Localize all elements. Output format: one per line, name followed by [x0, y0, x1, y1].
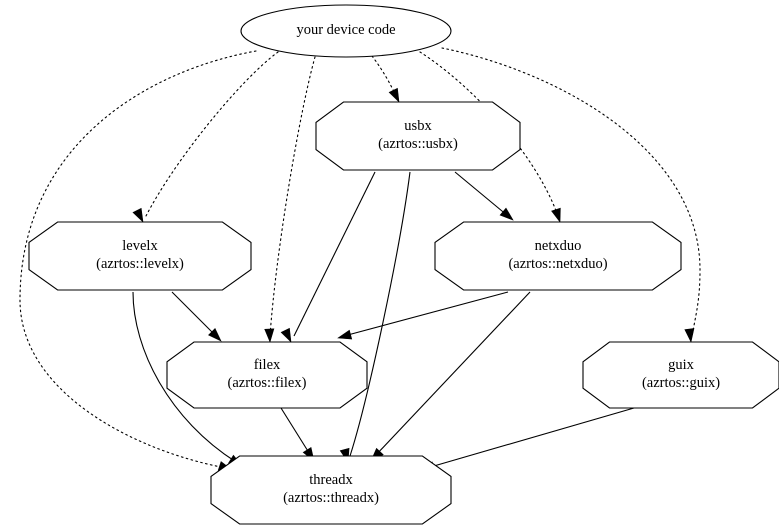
node-shape-octagon[interactable]	[434, 221, 682, 291]
edge-usbx-to-filex	[280, 171, 376, 343]
node-label-line: guix	[668, 357, 695, 373]
edge-usbx-to-threadx	[339, 171, 411, 463]
arrowhead-icon	[208, 328, 222, 342]
node-label-line: threadx	[309, 472, 353, 488]
arrowhead-icon	[388, 87, 400, 103]
node-device[interactable]: your device code	[240, 4, 452, 58]
edge-filex-to-threadx	[280, 407, 315, 462]
edge-line	[171, 291, 217, 337]
edges-layer	[19, 47, 701, 472]
node-guix[interactable]: guix(azrtos::guix)	[582, 341, 779, 409]
edge-line	[132, 291, 237, 463]
node-label-line: your device code	[296, 22, 395, 38]
node-label-device: your device code	[296, 22, 395, 38]
node-label-line: (azrtos::usbx)	[378, 136, 458, 152]
edge-netxduo-to-filex	[337, 291, 509, 340]
node-label-line: (azrtos::filex)	[228, 375, 307, 391]
edge-device-to-guix	[441, 47, 701, 343]
edge-line	[19, 50, 257, 469]
node-filex[interactable]: filex(azrtos::filex)	[166, 341, 368, 409]
edge-line	[371, 55, 397, 97]
node-label-usbx: usbx(azrtos::usbx)	[378, 118, 458, 152]
edge-device-to-filex	[264, 56, 316, 343]
edge-guix-to-threadx	[420, 407, 635, 472]
arrowhead-icon	[132, 207, 144, 223]
node-label-netxduo: netxduo(azrtos::netxduo)	[508, 238, 607, 272]
edge-line	[441, 47, 701, 337]
node-shape-octagon[interactable]	[210, 455, 452, 525]
edge-line	[145, 51, 279, 217]
arrowhead-icon	[551, 207, 561, 223]
node-shape-octagon[interactable]	[28, 221, 252, 291]
node-label-threadx: threadx(azrtos::threadx)	[283, 472, 379, 506]
node-label-filex: filex(azrtos::filex)	[228, 357, 307, 391]
edge-netxduo-to-threadx	[370, 291, 531, 462]
node-label-line: netxduo	[535, 238, 582, 254]
node-label-line: (azrtos::netxduo)	[508, 256, 607, 272]
edge-device-to-levelx	[132, 51, 279, 223]
edge-line	[349, 171, 411, 457]
node-shape-octagon[interactable]	[582, 341, 779, 409]
arrowhead-icon	[499, 207, 514, 221]
node-label-line: levelx	[122, 238, 158, 254]
arrowhead-icon	[280, 327, 292, 343]
edge-line	[293, 171, 376, 337]
arrowhead-icon	[337, 329, 353, 340]
edge-usbx-to-netxduo	[454, 171, 514, 221]
node-label-line: usbx	[404, 118, 432, 134]
edge-line	[343, 291, 509, 337]
edge-line	[426, 407, 635, 469]
edge-levelx-to-filex	[171, 291, 222, 342]
arrowhead-icon	[264, 328, 275, 343]
node-label-line: filex	[254, 357, 281, 373]
node-usbx[interactable]: usbx(azrtos::usbx)	[315, 101, 521, 171]
node-label-levelx: levelx(azrtos::levelx)	[96, 238, 184, 272]
edge-line	[269, 56, 316, 337]
node-shape-octagon[interactable]	[315, 101, 521, 171]
node-label-line: (azrtos::threadx)	[283, 490, 379, 506]
node-shape-ellipse[interactable]	[240, 4, 452, 58]
node-shape-octagon[interactable]	[166, 341, 368, 409]
node-levelx[interactable]: levelx(azrtos::levelx)	[28, 221, 252, 291]
arrowhead-icon	[684, 328, 695, 343]
edge-line	[280, 407, 312, 457]
edge-line	[374, 291, 531, 457]
node-label-line: (azrtos::guix)	[642, 375, 720, 391]
edge-line	[454, 171, 509, 217]
edge-device-to-usbx	[371, 55, 400, 103]
node-netxduo[interactable]: netxduo(azrtos::netxduo)	[434, 221, 682, 291]
node-label-guix: guix(azrtos::guix)	[642, 357, 720, 391]
node-threadx[interactable]: threadx(azrtos::threadx)	[210, 455, 452, 525]
nodes-layer: your device codeusbx(azrtos::usbx)levelx…	[28, 4, 779, 525]
node-label-line: (azrtos::levelx)	[96, 256, 184, 272]
